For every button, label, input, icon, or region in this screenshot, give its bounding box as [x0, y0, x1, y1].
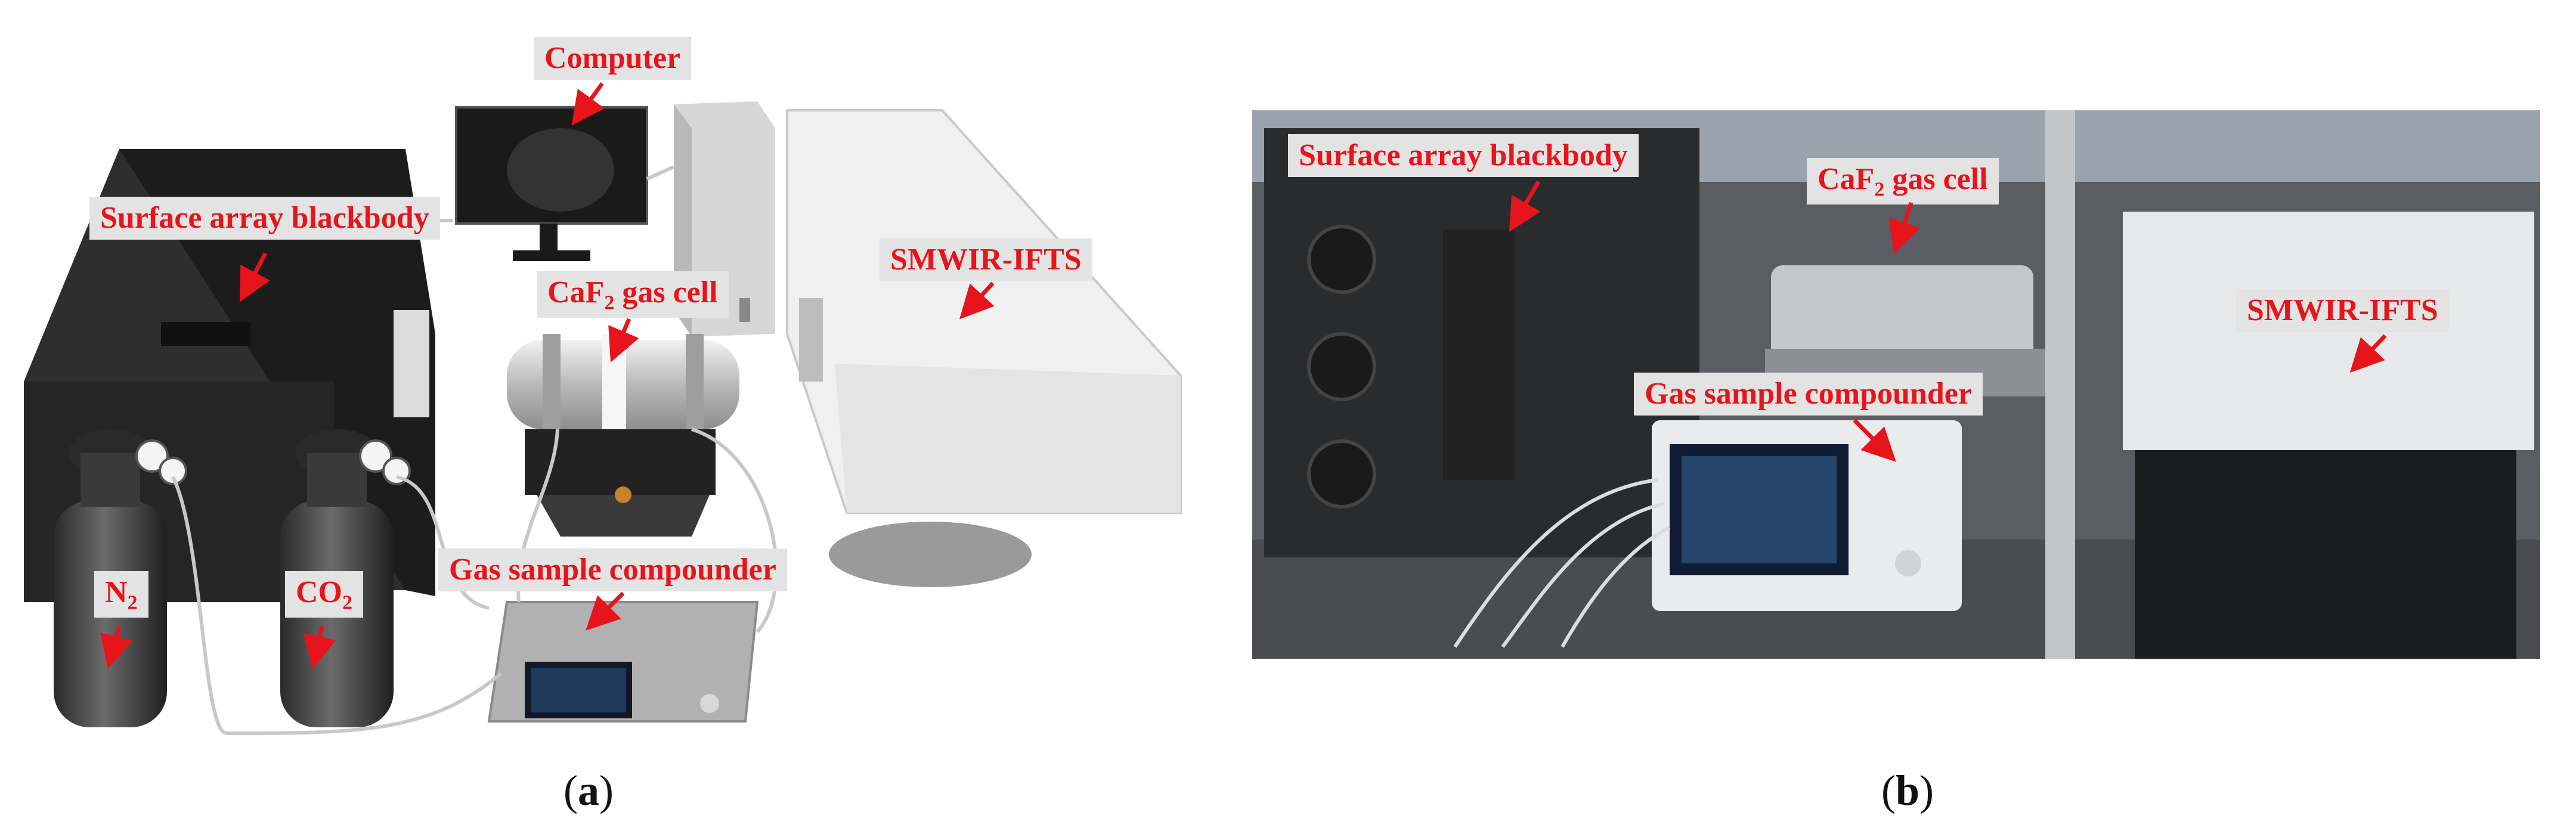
label-b-gas-cell: CaF2 gas cell: [1807, 158, 1999, 205]
arrow-b-compounder: [1853, 418, 1896, 462]
caption-b: (b): [1881, 767, 1934, 814]
panel-a-illustration: [24, 101, 1182, 736]
label-b-smwir: SMWIR-IFTS: [2236, 289, 2449, 332]
caption-a: (a): [564, 767, 614, 814]
arrow-a-gas-cell: [608, 318, 639, 362]
arrow-b-blackbody: [1509, 181, 1541, 232]
arrow-a-blackbody: [239, 252, 270, 302]
computer-model: [455, 106, 648, 261]
label-a-compounder: Gas sample compounder: [438, 548, 787, 591]
arrow-b-gas-cell: [1888, 202, 1921, 255]
arrow-a-computer: [571, 82, 605, 126]
arrow-a-n2: [100, 625, 133, 669]
gas-lines: [171, 165, 778, 736]
arrow-a-compounder: [586, 591, 625, 631]
label-b-compounder: Gas sample compounder: [1634, 373, 1983, 416]
label-a-smwir: SMWIR-IFTS: [880, 238, 1092, 281]
label-a-co2: CO2: [285, 571, 363, 618]
n2-cylinder-model: [54, 429, 187, 727]
gas-cell-photo: [1771, 265, 2033, 361]
arrow-a-smwir: [959, 281, 995, 320]
panel-a-3d-model: Computer Surface array blackbody SMWIR-I…: [0, 0, 1240, 775]
label-b-blackbody: Surface array blackbody: [1288, 134, 1639, 177]
gas-cell-model: [507, 334, 739, 537]
arrow-a-co2: [303, 625, 336, 669]
label-a-n2: N2: [94, 571, 148, 618]
arrow-b-smwir: [2349, 334, 2387, 373]
arrows-panel-b: [1509, 181, 2387, 462]
compounder-model: [487, 601, 759, 723]
arrows-panel-a: [100, 82, 995, 669]
label-a-blackbody: Surface array blackbody: [89, 197, 440, 240]
label-a-computer: Computer: [534, 37, 692, 80]
label-a-gas-cell: CaF2 gas cell: [537, 271, 729, 318]
panel-b-photo: Surface array blackbody CaF2 gas cell Ga…: [1252, 110, 2540, 659]
